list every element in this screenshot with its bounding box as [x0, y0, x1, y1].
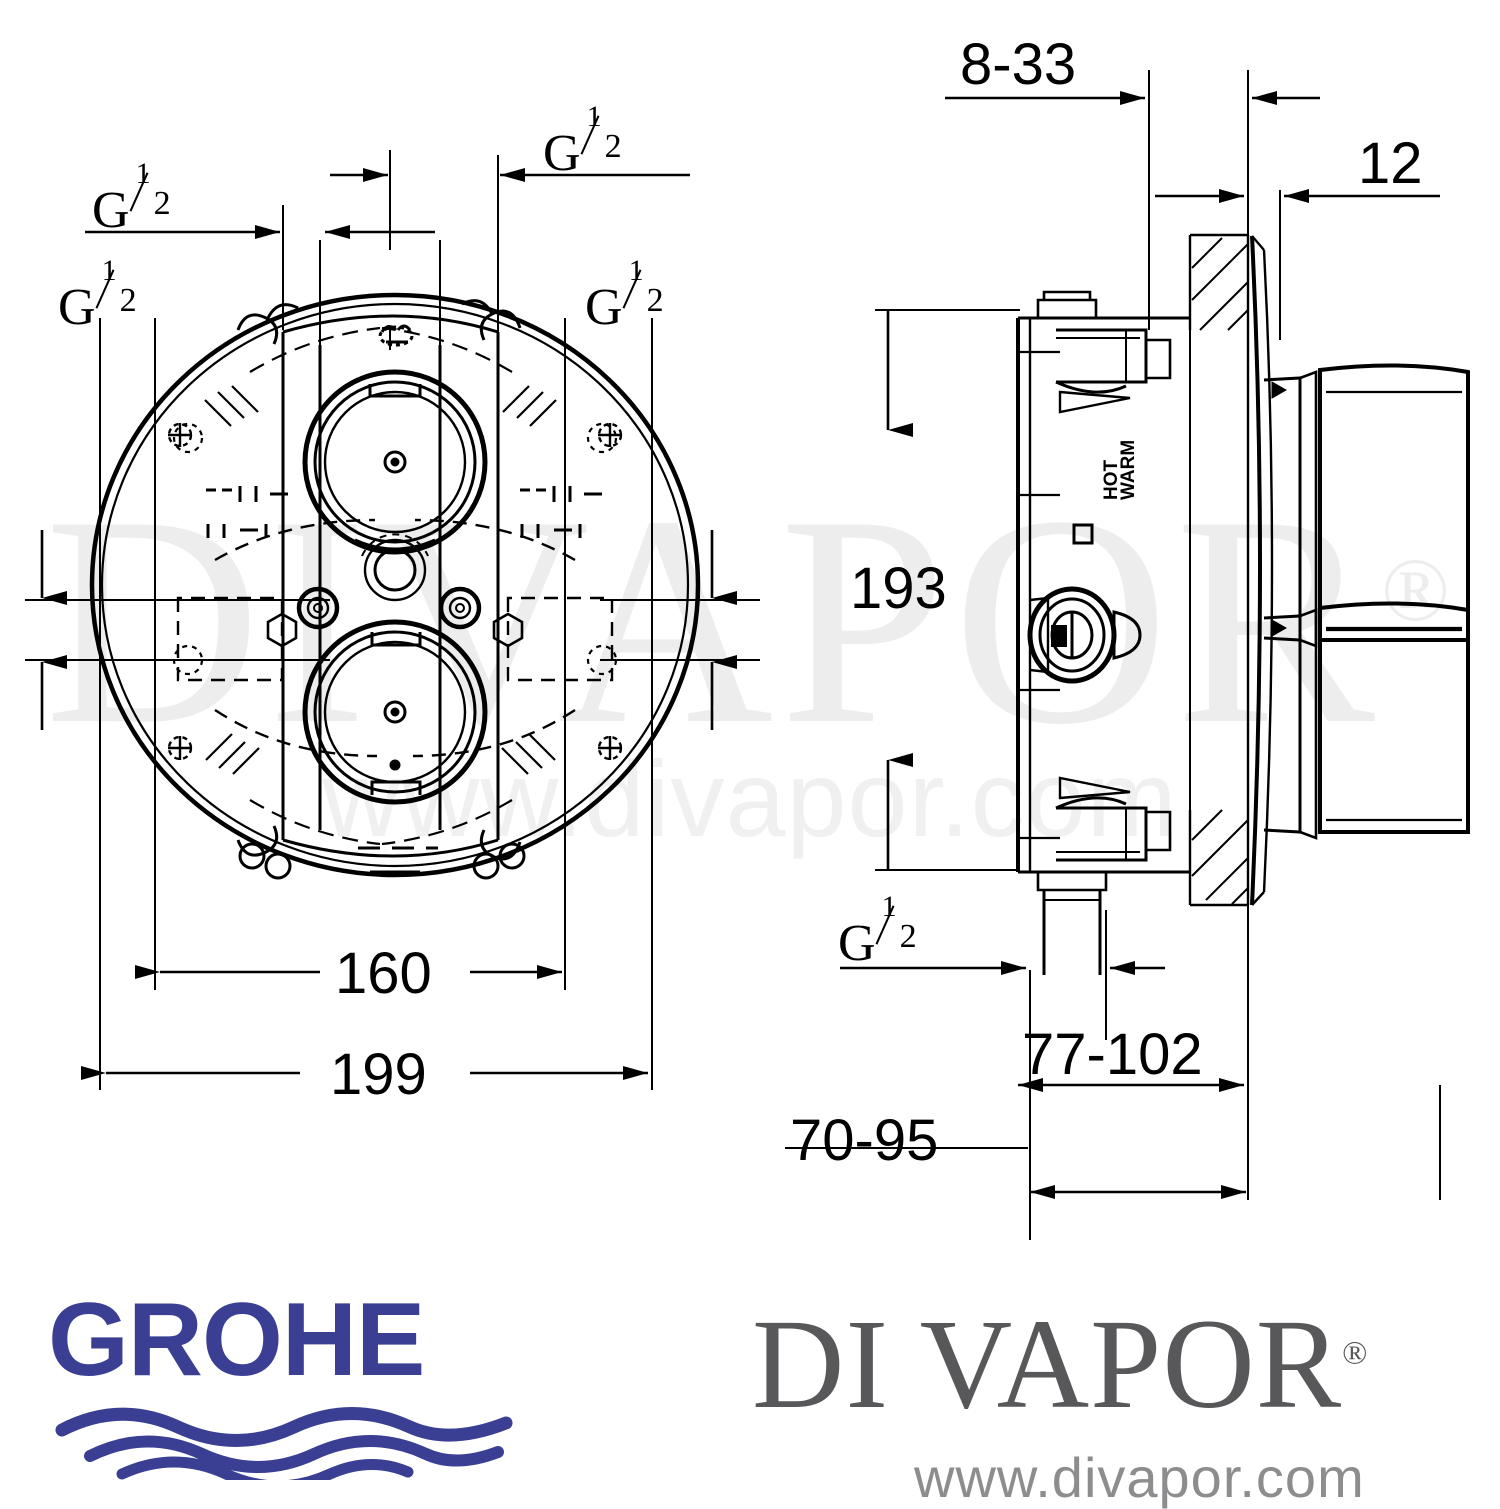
- watermark-url: www.divapor.com: [322, 738, 1178, 859]
- dimension-12: 12: [1358, 131, 1423, 196]
- dimension-199: 199: [330, 1042, 427, 1107]
- dimension-77-102: 77-102: [1022, 1022, 1203, 1087]
- grohe-wordmark: GROHE: [48, 1282, 425, 1398]
- dimension-70-95: 70-95: [790, 1108, 939, 1173]
- dimension-193: 193: [850, 556, 947, 621]
- grohe-wave-icon: [55, 1407, 513, 1480]
- divapor-logo: DI VAPOR® www.divapor.com: [752, 1293, 1482, 1506]
- divapor-wordmark: DI VAPOR®: [752, 1293, 1369, 1435]
- marking-hot: HOT: [1101, 459, 1122, 500]
- dimension-160: 160: [335, 941, 432, 1006]
- body-marking-group: WARM HOT: [1100, 440, 1140, 570]
- grohe-logo: GROHE: [48, 1282, 518, 1480]
- divapor-url: www.divapor.com: [914, 1446, 1365, 1509]
- watermark-brand: DIVAPOR®: [44, 454, 1456, 786]
- dimension-8-33: 8-33: [960, 32, 1077, 97]
